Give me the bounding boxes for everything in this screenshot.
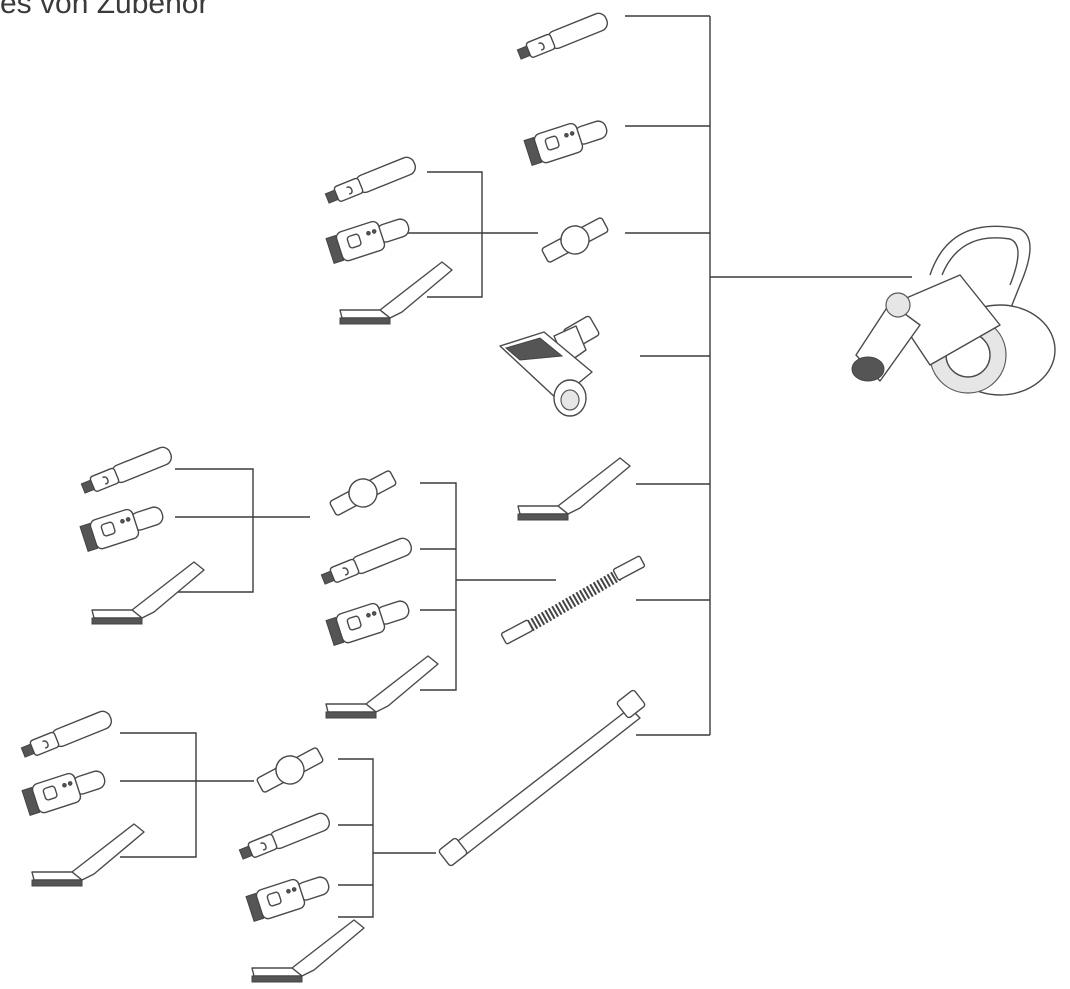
adapter-icon xyxy=(252,740,328,800)
page-title: es von Zubehör xyxy=(0,0,209,20)
flexible-hose-icon xyxy=(500,555,646,645)
crevice-tool-icon xyxy=(19,708,115,762)
crevice-tool-icon xyxy=(319,535,415,589)
brush-nozzle-icon xyxy=(522,112,612,168)
motorized-floor-brush-icon xyxy=(499,315,600,417)
crevice-tool-icon xyxy=(79,444,175,498)
adapter-icon xyxy=(537,210,613,270)
adapter-icon xyxy=(325,463,401,523)
brush-nozzle-icon xyxy=(78,498,168,554)
crevice-tool-icon xyxy=(237,810,333,864)
extension-tube-icon xyxy=(438,689,646,867)
long-brush-icon xyxy=(517,457,631,521)
brush-nozzle-icon xyxy=(324,592,414,648)
handheld-vacuum-icon xyxy=(851,225,1056,396)
crevice-tool-icon xyxy=(515,10,611,64)
long-brush-icon xyxy=(339,261,453,325)
brush-nozzle-icon xyxy=(324,210,414,266)
long-brush-icon xyxy=(31,823,145,887)
crevice-tool-icon xyxy=(323,154,419,208)
brush-nozzle-icon xyxy=(244,868,334,924)
long-brush-icon xyxy=(91,561,205,625)
long-brush-icon xyxy=(251,919,365,983)
long-brush-icon xyxy=(325,655,439,719)
brush-nozzle-icon xyxy=(20,762,110,818)
connector-lines xyxy=(120,15,912,918)
